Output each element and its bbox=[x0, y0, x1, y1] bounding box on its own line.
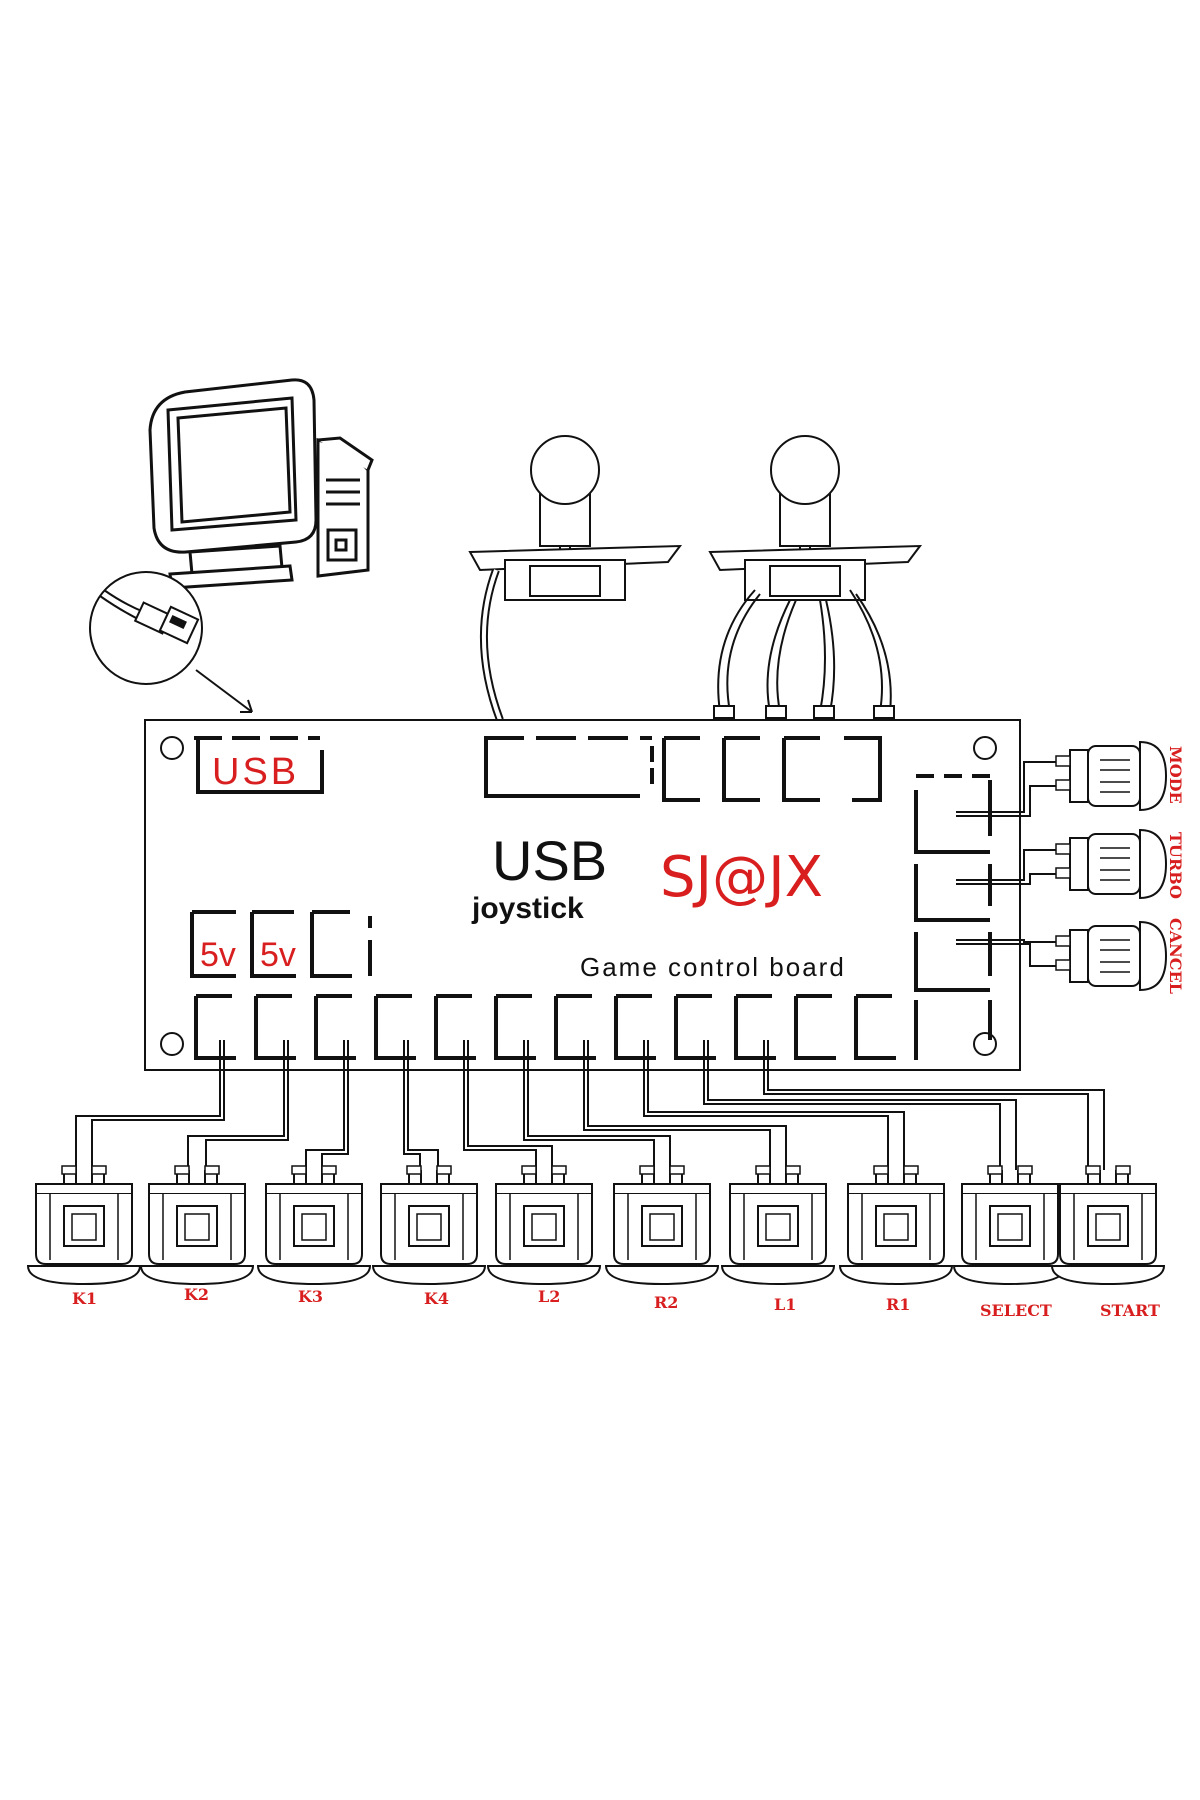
arcade-button-icon bbox=[721, 1165, 835, 1285]
button-label: K3 bbox=[298, 1287, 323, 1306]
joystick-1-connector bbox=[484, 736, 654, 798]
bottom-button-r2[interactable]: R2 bbox=[605, 1165, 719, 1312]
side-button-turbo[interactable]: TURBO bbox=[1055, 829, 1185, 899]
arcade-button-icon bbox=[140, 1165, 254, 1285]
power-connectors bbox=[190, 910, 372, 978]
bottom-button-k4[interactable]: K4 bbox=[372, 1165, 486, 1308]
side-button-label: CANCEL bbox=[1166, 918, 1185, 994]
joystick-2-connectors bbox=[662, 736, 882, 802]
side-button-wires bbox=[956, 761, 1056, 967]
side-button-cancel[interactable]: CANCEL bbox=[1055, 918, 1185, 994]
brand-label: SJ@JX bbox=[660, 845, 823, 910]
button-label: L1 bbox=[774, 1295, 796, 1314]
arcade-button-icon bbox=[1051, 1165, 1165, 1285]
power-label-1: 5v bbox=[200, 936, 236, 974]
button-label: K2 bbox=[184, 1285, 209, 1304]
arcade-button-icon bbox=[1055, 741, 1167, 811]
bottom-button-l2[interactable]: L2 bbox=[487, 1165, 601, 1306]
computer-icon bbox=[148, 378, 374, 590]
button-label: R1 bbox=[886, 1295, 910, 1314]
board-caption: Game control board bbox=[580, 952, 846, 982]
usb-port-label: USB bbox=[212, 751, 299, 793]
button-label: SELECT bbox=[980, 1301, 1052, 1320]
bottom-button-k3[interactable]: K3 bbox=[257, 1165, 371, 1306]
arcade-button-icon bbox=[487, 1165, 601, 1285]
usb-plug-icon bbox=[89, 571, 253, 713]
arcade-button-icon bbox=[27, 1165, 141, 1285]
arcade-button-icon bbox=[372, 1165, 486, 1285]
arcade-button-icon bbox=[1055, 829, 1167, 899]
board-subtitle: joystick bbox=[471, 892, 584, 925]
bottom-button-l1[interactable]: L1 bbox=[721, 1165, 835, 1314]
arcade-button-icon bbox=[605, 1165, 719, 1285]
side-button-label: TURBO bbox=[1166, 832, 1185, 899]
control-board: USB USB joystick SJ@JX Game control boar… bbox=[144, 719, 1021, 1071]
usb-port bbox=[194, 736, 324, 794]
button-label: L2 bbox=[538, 1287, 560, 1306]
arcade-button-icon bbox=[953, 1165, 1067, 1285]
button-label: K4 bbox=[424, 1289, 449, 1308]
bottom-button-k2[interactable]: K2 bbox=[140, 1165, 254, 1304]
side-button-mode[interactable]: MODE bbox=[1055, 741, 1185, 811]
arcade-button-icon bbox=[1055, 921, 1167, 991]
joystick-icon bbox=[708, 435, 923, 719]
bottom-button-select[interactable]: SELECT bbox=[953, 1165, 1067, 1320]
arcade-button-icon bbox=[839, 1165, 953, 1285]
bottom-button-k1[interactable]: K1 bbox=[27, 1165, 141, 1308]
joystick-icon bbox=[468, 435, 683, 722]
bottom-button-r1[interactable]: R1 bbox=[839, 1165, 953, 1314]
button-label: R2 bbox=[654, 1293, 678, 1312]
board-title: USB bbox=[492, 829, 607, 892]
button-label: START bbox=[1100, 1301, 1160, 1320]
button-wires bbox=[75, 1040, 1105, 1170]
arcade-button-icon bbox=[257, 1165, 371, 1285]
bottom-button-start[interactable]: START bbox=[1051, 1165, 1165, 1320]
button-label: K1 bbox=[72, 1289, 97, 1308]
power-label-2: 5v bbox=[260, 936, 296, 974]
side-button-label: MODE bbox=[1166, 746, 1185, 804]
